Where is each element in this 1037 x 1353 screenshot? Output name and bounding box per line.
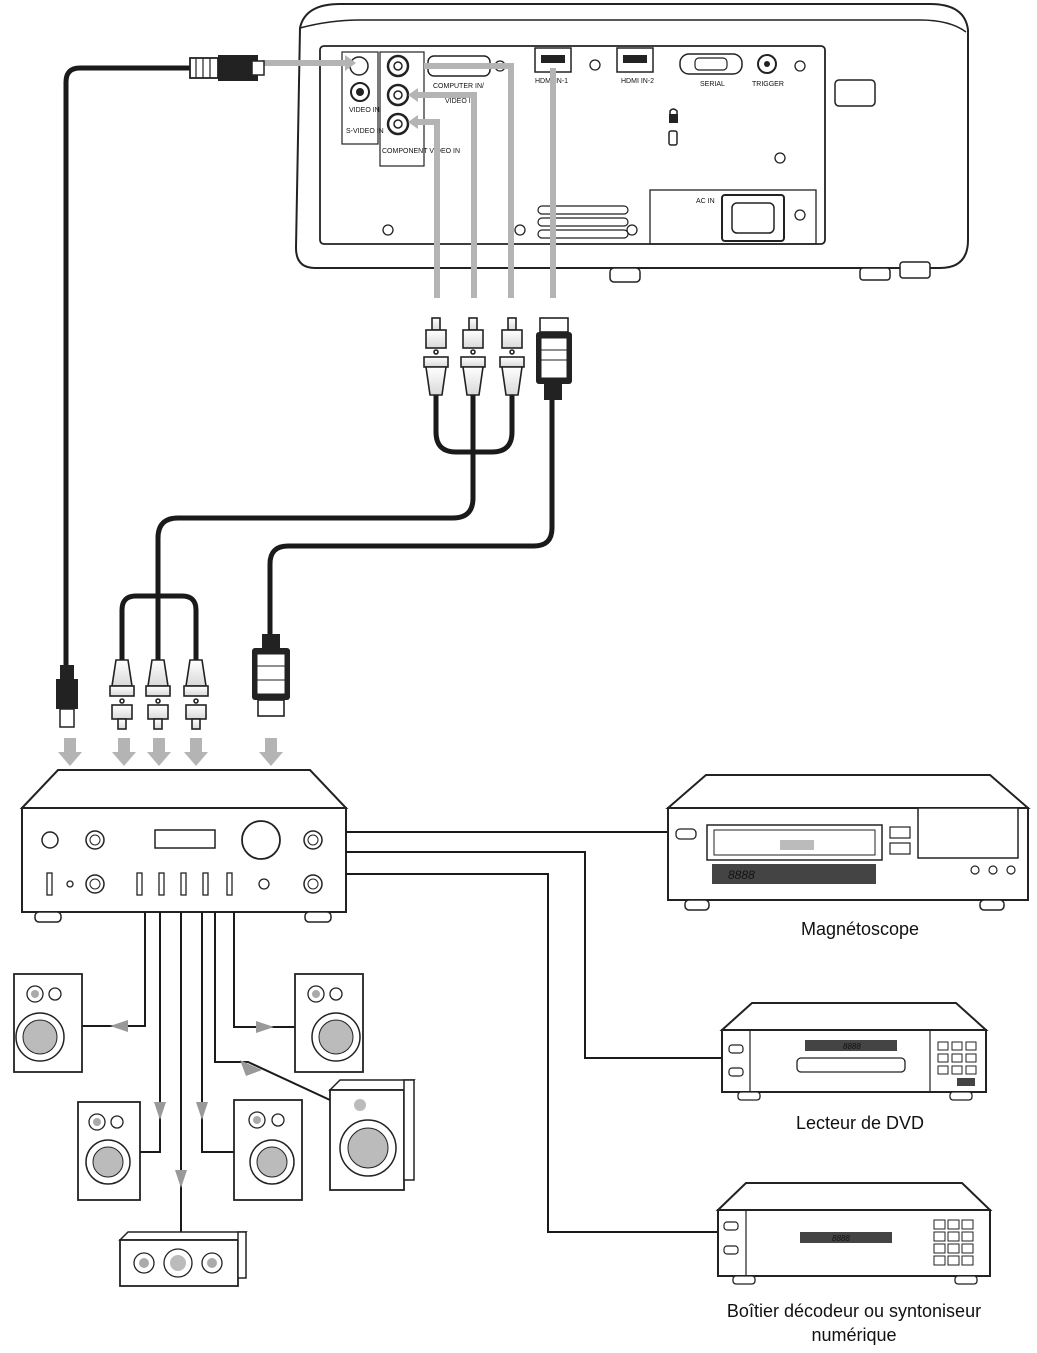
trigger-label: TRIGGER <box>752 81 784 88</box>
center-speaker <box>118 1231 248 1287</box>
computer-in-label: COMPUTER IN/ <box>433 83 484 90</box>
security-slot-icon <box>668 130 678 146</box>
set-top-box: 8888 <box>715 1182 993 1285</box>
video-in-label: VIDEO IN <box>349 107 380 114</box>
s-video-port-icon[interactable] <box>349 56 369 76</box>
serial-label: SERIAL <box>700 81 725 88</box>
subwoofer <box>328 1079 416 1191</box>
hdmi-in-2-label: HDMI IN-2 <box>621 78 654 85</box>
dvd-display: 8888 <box>843 1042 861 1051</box>
projector-input-arrows <box>262 60 556 298</box>
settop-caption-line1: Boîtier décodeur ou syntoniseur <box>726 1301 982 1321</box>
receiver-input-arrows <box>58 738 283 766</box>
settop-caption-line2: numérique <box>811 1325 897 1345</box>
speaker-rear-left <box>77 1101 141 1201</box>
source-device-cables <box>346 831 724 1233</box>
speaker-front-right <box>294 973 364 1073</box>
dvd-player: 8888 <box>719 1002 989 1101</box>
rca-plugs-source-side <box>109 659 209 730</box>
hdmi-plug-source-side-icon <box>252 634 290 717</box>
vcr: 8888 <box>665 774 1031 911</box>
projector: VIDEO IN S-VIDEO IN COMPONENT VIDEO IN C… <box>294 3 969 283</box>
vent-grille <box>537 205 629 239</box>
speaker-rear-right <box>233 1099 303 1201</box>
speaker-signal-arrows <box>110 1020 274 1188</box>
computer-in-sub-label: VIDEO IN <box>445 98 476 105</box>
s-video-in-label: S-VIDEO IN <box>346 128 384 135</box>
cables <box>63 65 555 668</box>
vcr-caption: Magnétoscope <box>800 919 920 939</box>
vcr-display: 8888 <box>728 868 755 882</box>
s-video-plug-icon <box>189 55 265 81</box>
component-video-in-label: COMPONENT VIDEO IN <box>382 148 460 155</box>
ac-in-label: AC IN <box>696 198 715 205</box>
dvd-caption: Lecteur de DVD <box>795 1113 925 1133</box>
settop-display: 8888 <box>832 1234 850 1243</box>
rca-plugs-projector-side <box>423 317 525 396</box>
hdmi-plug-projector-side-icon <box>536 317 572 400</box>
av-receiver <box>19 769 349 923</box>
speaker-front-left <box>13 973 83 1073</box>
s-video-plug-source-side-icon <box>56 665 78 728</box>
lock-icon <box>669 114 678 123</box>
